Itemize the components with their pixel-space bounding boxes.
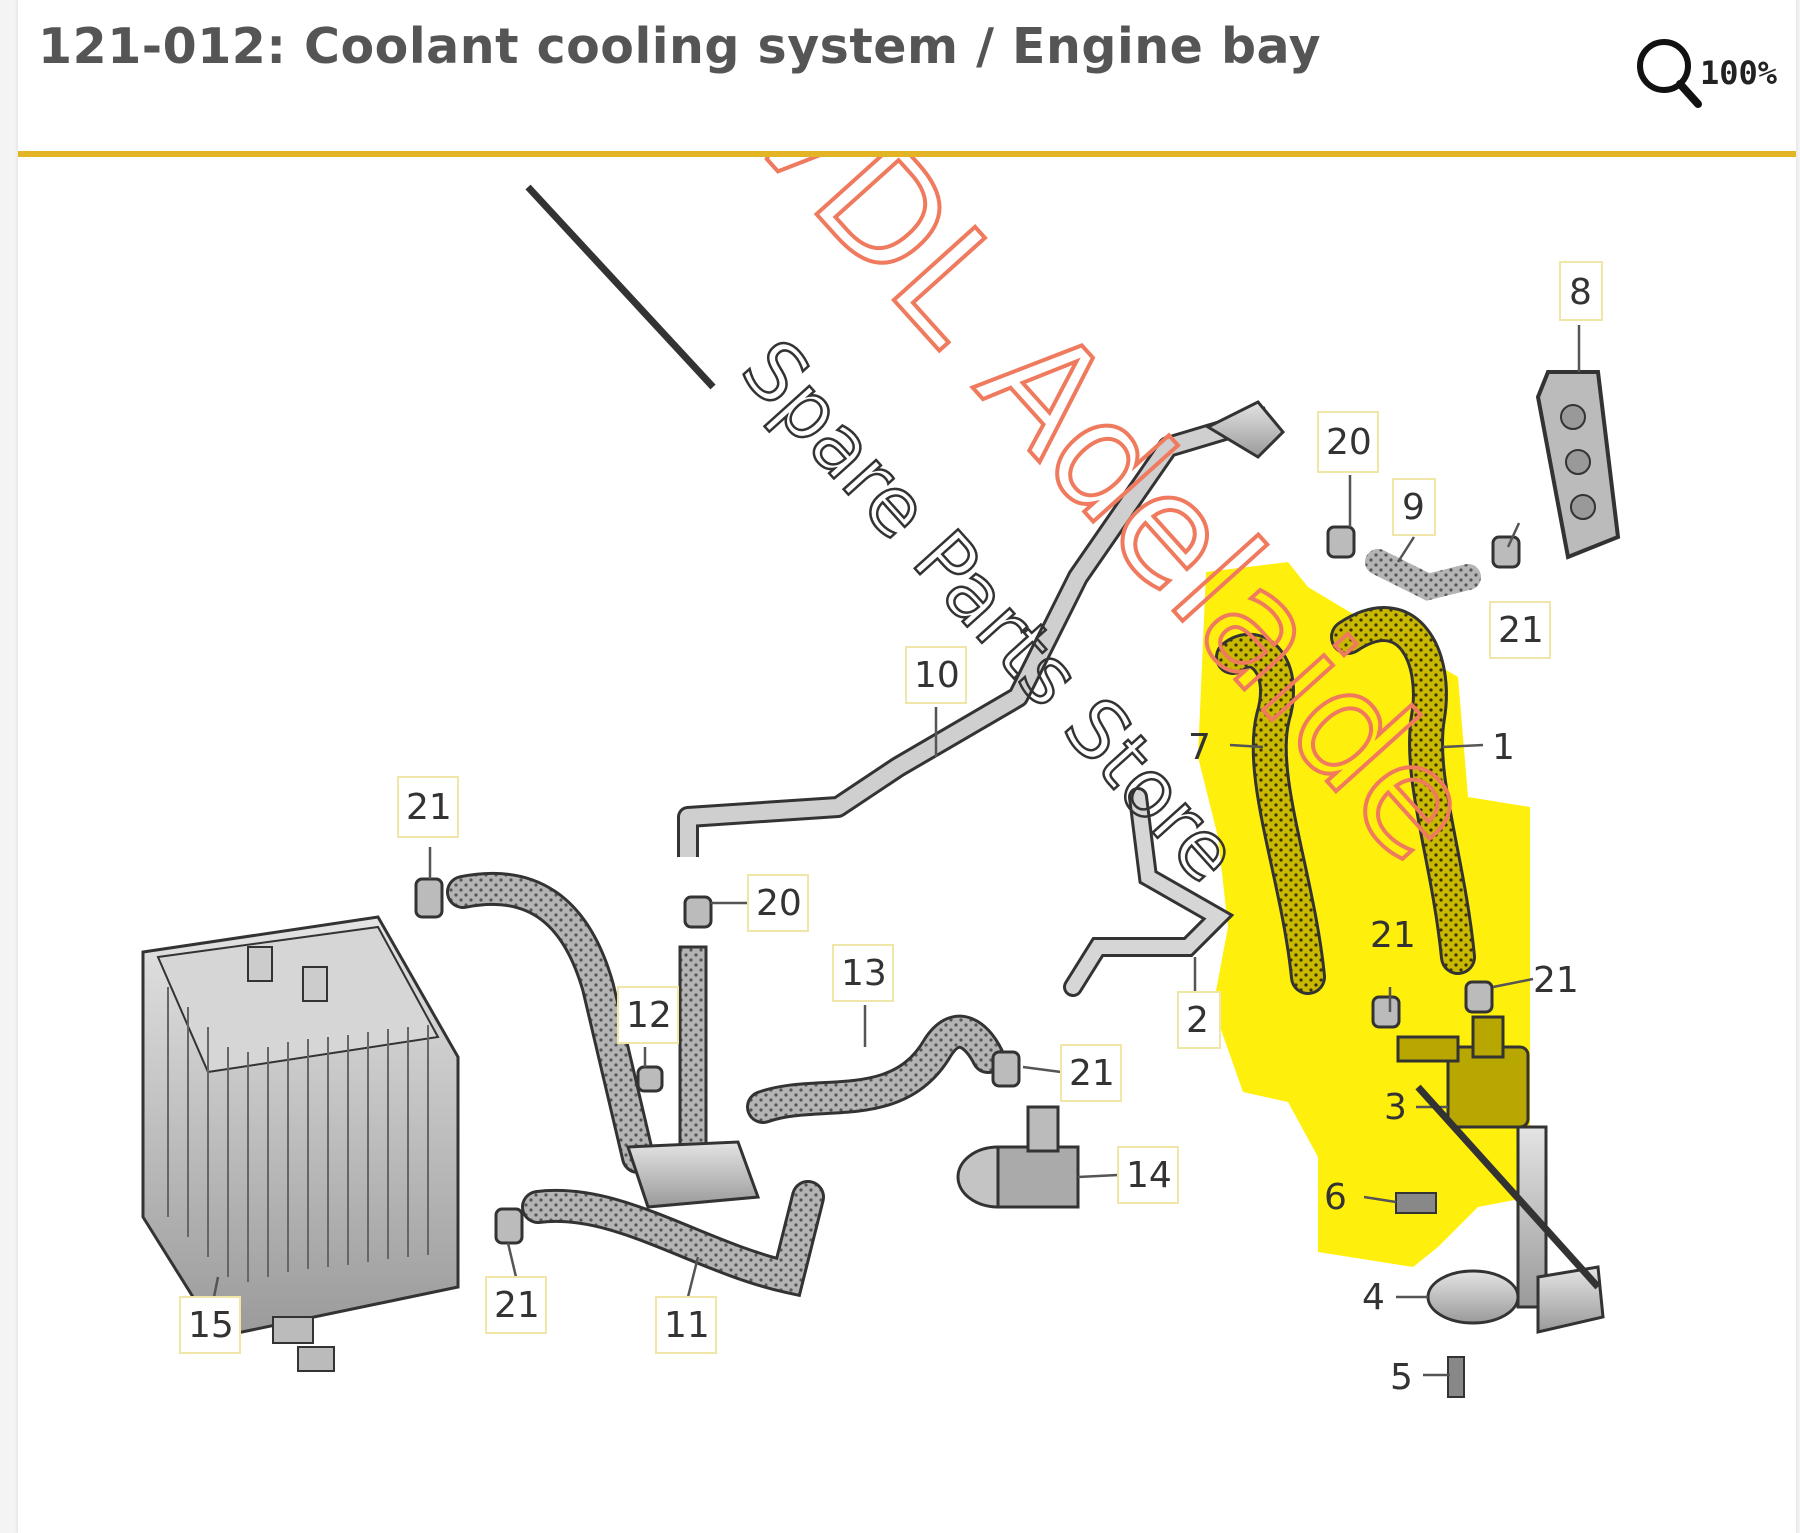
- pump-3: [1396, 1015, 1530, 1129]
- t-junction: [625, 1140, 761, 1209]
- callout-3[interactable]: 3: [1384, 1087, 1407, 1128]
- callout-21-b[interactable]: 21: [1498, 610, 1544, 651]
- page-title: 121-012: Coolant cooling system / Engine…: [38, 18, 1322, 75]
- radiator: [141, 915, 460, 1372]
- callout-9[interactable]: 9: [1402, 487, 1425, 528]
- callout-13[interactable]: 13: [841, 953, 887, 994]
- clamp: [494, 1207, 524, 1245]
- diagram-panel: 121-012: Coolant cooling system / Engine…: [18, 0, 1796, 1533]
- callout-8[interactable]: 8: [1569, 272, 1592, 313]
- callout-21-a[interactable]: 21: [406, 787, 452, 828]
- callout-5[interactable]: 5: [1390, 1357, 1413, 1398]
- header-divider: [18, 151, 1796, 157]
- clamp: [1371, 995, 1401, 1029]
- clamp: [1464, 980, 1494, 1014]
- watermark-stroke: [525, 184, 716, 390]
- clamp: [991, 1050, 1021, 1088]
- callout-7[interactable]: 7: [1188, 727, 1211, 768]
- callout-20-a[interactable]: 20: [1326, 422, 1372, 463]
- housing-14: [956, 1105, 1080, 1209]
- clamp: [1491, 535, 1521, 569]
- magnifier-icon: [1637, 39, 1702, 108]
- clamp: [683, 895, 713, 929]
- zoom-level: 100%: [1700, 54, 1778, 92]
- callout-21-d[interactable]: 21: [1370, 915, 1416, 956]
- plug-12: [636, 1065, 664, 1093]
- callout-2[interactable]: 2: [1186, 1000, 1209, 1041]
- callout-14[interactable]: 14: [1126, 1155, 1172, 1196]
- callout-20-b[interactable]: 20: [756, 883, 802, 924]
- callout-10[interactable]: 10: [914, 655, 960, 696]
- hose-9: [1365, 549, 1481, 601]
- callout-11[interactable]: 11: [664, 1305, 710, 1346]
- callout-6[interactable]: 6: [1324, 1177, 1347, 1218]
- hose-12-vertical: [678, 945, 708, 1159]
- callout-21-e[interactable]: 21: [1533, 960, 1579, 1001]
- callout-15[interactable]: 15: [188, 1305, 234, 1346]
- parts-diagram: 21 20 9 8 21 10 20 12 13 21 14 2 7: [141, 157, 1621, 1398]
- zoom-button[interactable]: 100%: [1630, 32, 1800, 108]
- clamp: [414, 877, 444, 919]
- callout-21-c[interactable]: 21: [1069, 1053, 1115, 1094]
- callout-21-f[interactable]: 21: [494, 1285, 540, 1326]
- clamp: [1326, 525, 1356, 559]
- callout-4[interactable]: 4: [1362, 1277, 1385, 1318]
- watermark-stroke: [1415, 1084, 1601, 1290]
- flange-8: [1535, 370, 1621, 560]
- callout-21-a-box: [397, 776, 459, 838]
- callout-12[interactable]: 12: [626, 995, 672, 1036]
- callout-1[interactable]: 1: [1492, 727, 1515, 768]
